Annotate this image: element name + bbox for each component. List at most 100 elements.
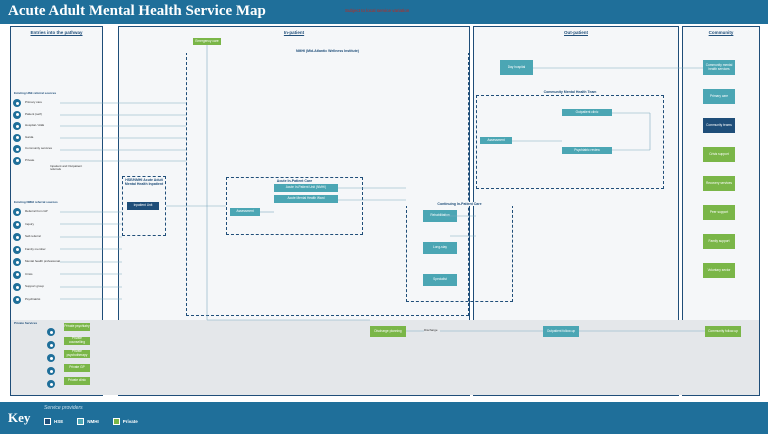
source-label: Mental health professional xyxy=(25,259,61,264)
outpatient-followup-box: Outpatient follow-up xyxy=(543,326,579,337)
source-label: Community services xyxy=(25,146,53,151)
key-item: Private xyxy=(112,418,138,425)
community-service-box: Family support xyxy=(703,234,735,249)
community-service-box: Community teams xyxy=(703,118,735,133)
person-icon xyxy=(13,283,21,291)
source-row: Psychiatrist xyxy=(13,295,41,304)
source-label: Primary care xyxy=(25,100,43,105)
community-service-box: Crisis support xyxy=(703,147,735,162)
source-row: Private xyxy=(13,156,35,165)
source-row: Support group xyxy=(13,283,44,291)
source-row: Family member xyxy=(13,245,46,254)
source-row: Hospital / A&E xyxy=(13,122,44,130)
person-icon xyxy=(47,354,55,362)
emergency-care-box: Emergency care xyxy=(193,38,221,45)
hse-inpatient-title: HSE/NMHI Acute Adult Mental Health Inpat… xyxy=(124,178,164,186)
assessment-box: Assessment xyxy=(230,208,260,216)
discharge-label: Discharge xyxy=(424,328,438,332)
private-service-box: Private psychiatry xyxy=(64,323,90,331)
person-icon xyxy=(13,258,21,266)
person-icon xyxy=(13,220,21,229)
key-legend: HSE NMHI Private xyxy=(44,418,138,425)
page-subtitle: Subject to local service variation xyxy=(345,8,410,13)
day-hospital-box: Day hospital xyxy=(500,60,533,75)
source-label: Self-referral xyxy=(25,234,41,239)
person-icon xyxy=(13,156,21,165)
hse-sources-label: Existing HSE referral sources xyxy=(14,91,57,95)
inpatient-column-title: In-patient xyxy=(283,30,305,35)
source-row: Referral from GP xyxy=(13,208,48,216)
psychiatric-review-box: Psychiatric review xyxy=(562,147,612,154)
community-service-box: Community mental health services xyxy=(703,60,735,75)
continuing-care-box: Long-stay xyxy=(423,242,457,254)
person-icon xyxy=(13,133,21,142)
cmht-region xyxy=(476,95,664,189)
community-service-box: Voluntary sector xyxy=(703,263,735,278)
hse-inpatient-unit-box: Inpatient Unit xyxy=(127,202,159,210)
person-icon xyxy=(47,367,55,375)
key-title: Key xyxy=(8,410,31,425)
key-item-label: NMHI xyxy=(87,419,99,424)
source-row: Garda xyxy=(13,133,34,142)
continuing-care-box: Specialist xyxy=(423,274,457,286)
nmhi-sources-label: Existing NMHI referral sources xyxy=(14,200,58,204)
continuing-care-box: Rehabilitation xyxy=(423,210,457,222)
community-followup-box: Community follow-up xyxy=(705,326,741,337)
person-icon xyxy=(47,380,55,388)
source-label: Support group xyxy=(25,284,45,289)
key-item-label: Private xyxy=(122,419,138,424)
source-label: Psychiatrist xyxy=(25,296,41,301)
outpatient-column-title: Out-patient xyxy=(564,30,588,35)
key-swatch xyxy=(44,418,51,425)
acute-inpatient-region xyxy=(226,177,363,235)
key-bar xyxy=(0,402,768,434)
outpatient-clinic-box: Outpatient clinic xyxy=(562,109,612,116)
continuing-care-title: Continuing In-Patient Care xyxy=(406,202,513,206)
key-item: HSE xyxy=(44,418,63,425)
person-icon xyxy=(13,145,21,153)
person-icon xyxy=(13,245,21,254)
entries-column-title: Entries into the pathway xyxy=(30,30,83,35)
source-row: Crisis xyxy=(13,270,33,279)
source-row: Primary care xyxy=(13,99,42,107)
source-label: Patient (self) xyxy=(25,111,42,116)
private-group-label: Inpatient and Outpatient referrals xyxy=(50,164,83,172)
source-label: Garda xyxy=(25,134,34,139)
person-icon xyxy=(13,122,21,130)
source-label: Inquiry xyxy=(25,221,35,226)
source-label: Hospital / A&E xyxy=(25,123,45,128)
acute-unit-box: Acute In-Patient Unit (NMHI) xyxy=(274,184,338,192)
person-icon xyxy=(13,233,21,241)
private-service-box: Private clinic xyxy=(64,377,90,385)
acute-inpatient-title: Acute In-Patient Care xyxy=(276,179,313,183)
key-swatch xyxy=(77,418,85,425)
person-icon xyxy=(13,208,21,216)
person-icon xyxy=(13,270,21,279)
key-item-label: HSE xyxy=(54,419,64,424)
key-subtitle: Service providers xyxy=(44,405,83,411)
source-row: Self-referral xyxy=(13,233,41,241)
community-service-box: Recovery services xyxy=(703,176,735,191)
key-swatch xyxy=(112,418,120,425)
source-row: Community services xyxy=(13,145,52,153)
person-icon xyxy=(13,295,21,304)
cmht-title: Community Mental Health Team xyxy=(476,90,664,94)
source-row: Inquiry xyxy=(13,220,35,229)
source-label: Private xyxy=(25,157,35,162)
source-row: Mental health professional xyxy=(13,258,60,266)
source-label: Referral from GP xyxy=(25,209,48,214)
community-service-box: Primary care xyxy=(703,89,735,104)
person-icon xyxy=(13,99,21,107)
private-service-box: Private counselling xyxy=(64,336,90,345)
discharge-planning-box: Discharge planning xyxy=(370,326,406,337)
outpatient-assessment-box: Assessment xyxy=(480,137,512,144)
private-service-box: Private psychotherapy xyxy=(64,350,90,358)
person-icon xyxy=(13,110,21,119)
source-label: Crisis xyxy=(25,271,33,276)
community-service-box: Peer support xyxy=(703,205,735,220)
private-service-box: Private GP xyxy=(64,363,90,372)
key-item: NMHI xyxy=(77,418,99,425)
source-row: Patient (self) xyxy=(13,110,42,119)
page-title: Acute Adult Mental Health Service Map xyxy=(8,3,266,19)
private-label: Private Services xyxy=(14,321,38,325)
